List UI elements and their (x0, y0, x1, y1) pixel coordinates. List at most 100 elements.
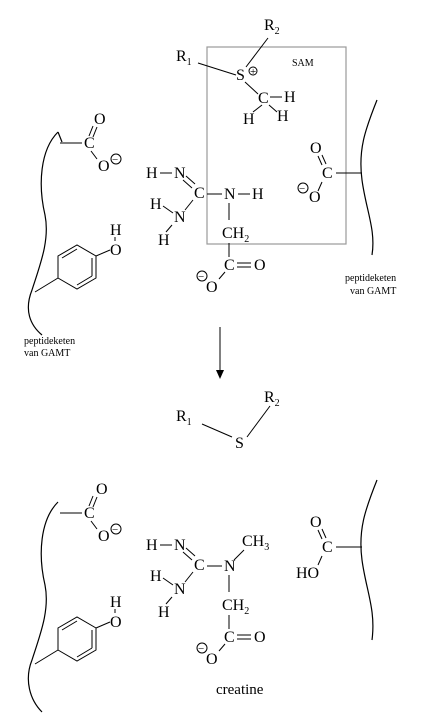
peptide-chain-right-bottom (360, 479, 378, 641)
guan-c: C (194, 185, 205, 202)
neg-charge-1: − (112, 154, 118, 166)
carboxyl-c-left-bottom: C (84, 505, 95, 522)
double-bond-b-bottom (92, 496, 98, 508)
bond-h2-n3 (162, 205, 174, 214)
bond-ring-o-bottom (95, 621, 111, 629)
carboxyl-c-right: C (322, 165, 333, 182)
peptide-chain-right-top (360, 99, 378, 256)
creatine-h1: H (146, 537, 158, 554)
positive-charge-circle (248, 66, 258, 76)
double-bond-a-bottom (88, 495, 94, 507)
peptide-label-left-line2: van GAMT (24, 348, 70, 359)
guan-n2-h: H (252, 186, 264, 203)
carboxyl-o1-left: O (94, 111, 106, 128)
sam-label: SAM (292, 58, 314, 69)
carboxyl-o2-right: O (309, 189, 321, 206)
double-bond-right-bottom-b (321, 528, 327, 539)
sulfur-product: S (235, 435, 244, 452)
double-bond-creat-a (185, 547, 196, 557)
neg-charge-5: − (198, 643, 204, 655)
bond-h2-n3-creat (162, 577, 174, 586)
neg-charge-4: − (112, 524, 118, 536)
phenol-ring-bottom (57, 616, 97, 662)
bond-c-o2-left-bottom (90, 520, 98, 530)
double-bond-right-b (321, 154, 327, 165)
neg-charge-circle-3 (297, 182, 309, 194)
bond-c-n3-creat (184, 571, 194, 583)
double-bond-right-bottom-a (317, 529, 323, 540)
creatine-n1: N (174, 537, 186, 554)
carboxyl-o2-left-bottom: O (98, 528, 110, 545)
methyl-h1: H (284, 89, 296, 106)
carboxyl-c-guan: C (224, 257, 235, 274)
bond-c-oh-right-bottom (317, 555, 323, 566)
r2-product: R2 (264, 389, 280, 409)
phenol-h-top: H (110, 222, 122, 239)
bond-ring-o (95, 249, 111, 257)
positive-charge: + (250, 66, 256, 78)
creatine-ch3: CH3 (242, 533, 269, 553)
bond-s-r2-product (246, 405, 271, 438)
neg-charge-3: − (299, 183, 305, 195)
bond-c-o2-left (90, 150, 98, 160)
bond-c-h3 (268, 104, 278, 113)
sulfur-sam: S (236, 67, 245, 84)
guan-n3: N (174, 209, 186, 226)
guan-h3: H (158, 232, 170, 249)
phenol-o-bottom: O (110, 614, 122, 631)
guan-h2: H (150, 196, 162, 213)
creatine-h2: H (150, 568, 162, 585)
methyl-h3: H (277, 108, 289, 125)
peptide-chain-left-top (27, 131, 59, 336)
ch2-creatine: CH2 (222, 597, 249, 617)
bond-n3-h3 (165, 224, 173, 233)
carboxyl-c-right-bottom: C (322, 539, 333, 556)
carboxyl-o2-left: O (98, 158, 110, 175)
peptide-chain-left-bottom (27, 501, 59, 713)
double-bond-n-c-a (185, 175, 196, 185)
guan-h1: H (146, 165, 158, 182)
r1-product: R1 (176, 408, 192, 428)
ch2-top: CH2 (222, 225, 249, 245)
peptide-label-left-line1: peptideketen (24, 336, 75, 347)
creatine-carboxyl-o: O (254, 629, 266, 646)
peptide-label-right-line1: peptideketen (345, 273, 396, 284)
creatine-carboxyl-o2: O (206, 651, 218, 668)
bond-r1-s-product (201, 423, 233, 438)
carboxyl-o2-guan: O (206, 279, 218, 296)
double-bond-b (92, 126, 98, 138)
carboxyl-c-left: C (84, 135, 95, 152)
bond-s-c (244, 81, 259, 95)
r2-label: R2 (264, 17, 280, 37)
peptide-chain-tick (57, 131, 63, 143)
bond-n2-ch3 (233, 549, 245, 561)
neg-charge-circle-1 (110, 153, 122, 165)
double-bond-right-a (317, 155, 323, 166)
phenol-ring-top (57, 244, 97, 290)
carboxyl-o1-right-bottom: O (310, 514, 322, 531)
double-bond-n-c-b (182, 179, 193, 189)
phenol-o-top: O (110, 242, 122, 259)
bond-c-n3 (184, 199, 194, 211)
r1-label: R1 (176, 48, 192, 68)
carboxyl-o1-right: O (310, 140, 322, 157)
neg-charge-2: − (198, 271, 204, 283)
peptide-label-right-line2: van GAMT (350, 286, 396, 297)
bond-r2-s (245, 37, 269, 68)
creatine-carboxyl-c: C (224, 629, 235, 646)
neg-charge-circle-2 (196, 270, 208, 282)
double-bond-a (88, 125, 94, 137)
creatine-n2: N (224, 558, 236, 575)
down-arrow-icon (216, 327, 224, 379)
phenol-h-bottom: H (110, 594, 122, 611)
bond-chain-ring-bottom (34, 649, 59, 665)
bond-c-o-minus-creat (218, 643, 226, 652)
neg-charge-circle-5 (196, 642, 208, 654)
double-bond-creat-b (182, 551, 193, 561)
neg-charge-circle-4 (110, 523, 122, 535)
bond-chain-ring (34, 277, 59, 293)
creatine-n3: N (174, 581, 186, 598)
bond-r1-s (197, 62, 237, 76)
